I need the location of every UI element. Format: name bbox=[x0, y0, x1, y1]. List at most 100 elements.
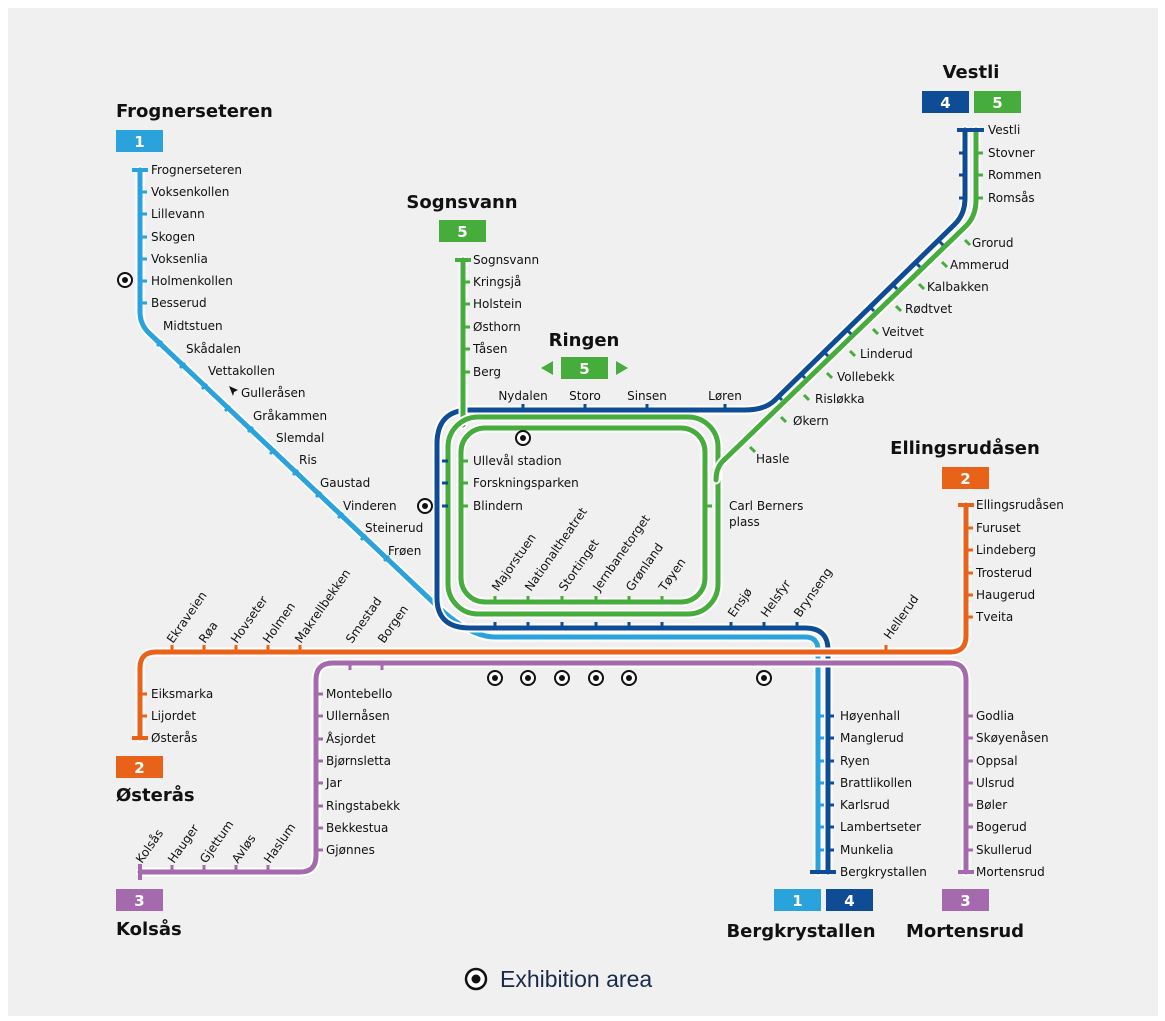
station-label[interactable]: Vettakollen bbox=[208, 364, 275, 378]
station-label[interactable]: Hasle bbox=[756, 452, 789, 466]
exhibition-marker-ulleval[interactable] bbox=[515, 430, 531, 446]
exhibition-marker-nationaltheatret[interactable] bbox=[520, 670, 536, 686]
station-label[interactable]: Avløs bbox=[229, 832, 259, 866]
station-label[interactable]: Munkelia bbox=[840, 843, 894, 857]
station-label[interactable]: Hellerud bbox=[881, 592, 922, 641]
exhibition-marker-helsfyr[interactable] bbox=[756, 670, 772, 686]
station-label[interactable]: Eiksmarka bbox=[151, 687, 213, 701]
station-label[interactable]: Østhorn bbox=[473, 320, 521, 334]
station-label[interactable]: Bekkestua bbox=[326, 821, 388, 835]
station-label[interactable]: Lindeberg bbox=[976, 543, 1036, 557]
station-label[interactable]: Kalbakken bbox=[927, 280, 989, 294]
station-label[interactable]: Ris bbox=[299, 453, 317, 467]
exhibition-marker-stortinget[interactable] bbox=[554, 670, 570, 686]
station-label[interactable]: Besserud bbox=[151, 296, 207, 310]
station-label[interactable]: Haslum bbox=[261, 821, 298, 866]
station-label[interactable]: Rommen bbox=[988, 168, 1042, 182]
station-label[interactable]: Jar bbox=[325, 776, 342, 790]
station-label[interactable]: Jernbanetorget bbox=[589, 512, 653, 595]
station-label[interactable]: Vestli bbox=[988, 123, 1020, 137]
station-label[interactable]: Bjørnsletta bbox=[326, 754, 391, 768]
station-label[interactable]: Bøler bbox=[976, 798, 1007, 812]
station-label[interactable]: Blindern bbox=[473, 499, 523, 513]
station-label[interactable]: Røa bbox=[196, 619, 221, 646]
station-label[interactable]: Mortensrud bbox=[976, 865, 1045, 879]
exhibition-marker-blindern[interactable] bbox=[417, 498, 433, 514]
station-label[interactable]: Høyenhall bbox=[840, 709, 900, 723]
station-label[interactable]: Ensjø bbox=[725, 585, 755, 619]
station-label[interactable]: Ulsrud bbox=[976, 776, 1015, 790]
exhibition-marker-majorstuen[interactable] bbox=[487, 670, 503, 686]
station-label[interactable]: Holmenkollen bbox=[151, 274, 233, 288]
station-label[interactable]: Forskningsparken bbox=[473, 476, 579, 490]
station-label[interactable]: Østerås bbox=[151, 731, 197, 745]
station-label[interactable]: Midtstuen bbox=[163, 319, 223, 333]
station-label[interactable]: Gulleråsen bbox=[241, 386, 305, 400]
station-label[interactable]: Ringstabekk bbox=[326, 799, 400, 813]
station-label[interactable]: Bogerud bbox=[976, 820, 1027, 834]
station-label[interactable]: Gaustad bbox=[320, 476, 370, 490]
station-label[interactable]: Furuset bbox=[976, 521, 1021, 535]
station-label[interactable]: Sinsen bbox=[627, 389, 667, 403]
station-label[interactable]: Skogen bbox=[151, 230, 195, 244]
station-label[interactable]: Brynseng bbox=[791, 565, 835, 620]
station-label[interactable]: Ammerud bbox=[950, 258, 1009, 272]
station-label[interactable]: Voksenkollen bbox=[151, 185, 229, 199]
station-label[interactable]: Manglerud bbox=[840, 731, 904, 745]
station-label[interactable]: Montebello bbox=[326, 687, 392, 701]
station-label[interactable]: Gjønnes bbox=[326, 843, 375, 857]
station-label[interactable]: Godlia bbox=[976, 709, 1014, 723]
station-label[interactable]: Åsjordet bbox=[326, 731, 376, 746]
station-label[interactable]: Ullernåsen bbox=[326, 709, 390, 723]
station-label[interactable]: Hauger bbox=[165, 822, 202, 866]
station-label[interactable]: Nationaltheatret bbox=[522, 505, 590, 594]
exhibition-marker-jernbanetorget[interactable] bbox=[588, 670, 604, 686]
station-label[interactable]: Grorud bbox=[972, 236, 1013, 250]
station-label[interactable]: Tåsen bbox=[472, 342, 508, 356]
station-label[interactable]: Veitvet bbox=[882, 325, 924, 339]
station-label[interactable]: Linderud bbox=[860, 347, 913, 361]
station-label[interactable]: Tøyen bbox=[655, 556, 688, 595]
station-label[interactable]: Steinerud bbox=[365, 521, 423, 535]
station-label[interactable]: Ellingsrudåsen bbox=[976, 498, 1064, 512]
station-label[interactable]: Ryen bbox=[840, 754, 870, 768]
station-label[interactable]: Romsås bbox=[988, 191, 1035, 205]
station-label[interactable]: Trosterud bbox=[975, 566, 1032, 580]
station-label[interactable]: Berg bbox=[473, 365, 501, 379]
station-label[interactable]: Ullevål stadion bbox=[473, 454, 562, 468]
station-label[interactable]: Lillevann bbox=[151, 207, 205, 221]
station-label[interactable]: Holstein bbox=[473, 297, 522, 311]
station-label[interactable]: Kolsås bbox=[133, 827, 166, 866]
station-label[interactable]: Frøen bbox=[388, 544, 421, 558]
station-label[interactable]: Vinderen bbox=[343, 499, 397, 513]
station-label[interactable]: Lijordet bbox=[151, 709, 196, 723]
station-label[interactable]: Risløkka bbox=[815, 392, 865, 406]
station-label[interactable]: Tveita bbox=[975, 610, 1013, 624]
station-label[interactable]: Lambertseter bbox=[840, 820, 921, 834]
station-label[interactable]: Brattlikollen bbox=[840, 776, 912, 790]
station-label[interactable]: Økern bbox=[793, 414, 829, 428]
station-label[interactable]: Makrellbekken bbox=[292, 567, 353, 646]
station-label[interactable]: Stovner bbox=[988, 146, 1035, 160]
exhibition-marker-gronland[interactable] bbox=[621, 670, 637, 686]
station-label[interactable]: Voksenlia bbox=[151, 252, 208, 266]
station-label[interactable]: Skøyenåsen bbox=[976, 731, 1049, 745]
station-label[interactable]: Haugerud bbox=[976, 588, 1035, 602]
station-label[interactable]: Oppsal bbox=[976, 754, 1018, 768]
station-label[interactable]: Skullerud bbox=[976, 843, 1032, 857]
station-label[interactable]: Kringsjå bbox=[473, 275, 521, 289]
exhibition-marker-holmenkollen[interactable] bbox=[117, 272, 133, 288]
station-label[interactable]: Karlsrud bbox=[840, 798, 890, 812]
station-label[interactable]: Frognerseteren bbox=[151, 163, 242, 177]
station-label[interactable]: Gråkammen bbox=[253, 409, 327, 423]
station-label[interactable]: Skådalen bbox=[186, 342, 241, 356]
station-label[interactable]: Helsfyr bbox=[758, 577, 794, 620]
station-label[interactable]: Slemdal bbox=[276, 431, 324, 445]
station-label[interactable]: Borgen bbox=[375, 603, 411, 646]
station-label[interactable]: Nydalen bbox=[498, 389, 547, 403]
station-label[interactable]: Bergkrystallen bbox=[840, 865, 927, 879]
station-label[interactable]: Løren bbox=[708, 389, 742, 403]
station-label[interactable]: Rødtvet bbox=[905, 302, 952, 316]
station-label[interactable]: Sognsvann bbox=[473, 253, 539, 267]
